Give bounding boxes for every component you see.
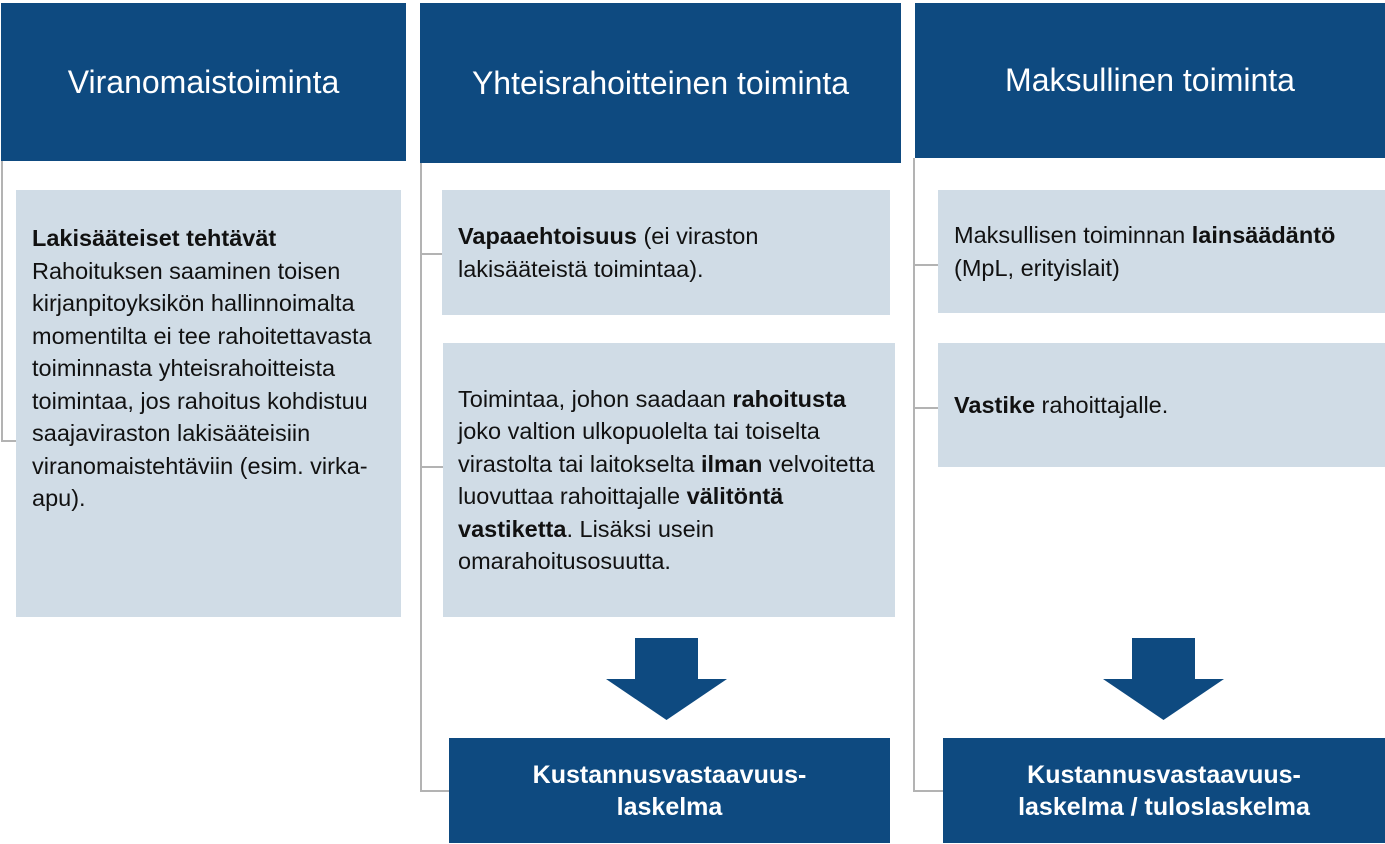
result-line: laskelma / tuloslaskelma: [1018, 792, 1310, 821]
info-box-text: Maksullisen toiminnan lainsäädäntö (MpL,…: [954, 219, 1373, 284]
text-run: Toimintaa, johon saadaan: [458, 385, 733, 412]
result-line: laskelma: [616, 792, 723, 821]
connector-line: [1, 161, 3, 442]
bold-text: Vastike: [954, 391, 1036, 418]
text-run: (MpL, erityislait): [954, 254, 1120, 281]
bold-text: Lakisääteiset tehtävät: [32, 225, 277, 251]
connector-line: [420, 466, 443, 468]
connector-line: [420, 163, 422, 792]
connector-line: [420, 253, 442, 255]
result-box-kustannusvastaavuus: Kustannusvastaavuus- laskelma: [449, 738, 890, 843]
result-line: Kustannusvastaavuus-: [1027, 760, 1301, 789]
connector-line: [913, 407, 938, 409]
result-line: Kustannusvastaavuus-: [532, 760, 807, 789]
header-title: Yhteisrahoitteinen toiminta: [471, 64, 850, 101]
text-run: joko valtion ulkopuolelta tai toiselta v…: [458, 418, 820, 477]
text-run: Rahoituksen saaminen toisen kirjanpitoyk…: [32, 257, 372, 512]
header-yhteisrahoitteinen: Yhteisrahoitteinen toiminta: [420, 3, 901, 163]
info-box-lainsaadanto: Maksullisen toiminnan lainsäädäntö (MpL,…: [938, 190, 1385, 313]
header-maksullinen: Maksullinen toiminta: [915, 3, 1385, 158]
bold-text: ilman: [700, 450, 763, 477]
arrow-down-icon: [606, 638, 727, 720]
bold-text: rahoitusta: [732, 385, 846, 412]
arrow-down-icon: [1103, 638, 1224, 720]
info-box-vapaaehtoisuus: Vapaaehtoisuus (ei viraston lakisääteist…: [442, 190, 890, 315]
header-title: Viranomaistoiminta: [67, 63, 340, 100]
connector-line: [913, 158, 915, 792]
connector-line: [913, 790, 943, 792]
header-title: Maksullinen toiminta: [1005, 62, 1295, 98]
info-box-text: Toimintaa, johon saadaan rahoitusta joko…: [458, 383, 881, 578]
connector-line: [913, 264, 938, 266]
text-run: (ei viraston lakisääteistä toimintaa).: [458, 223, 759, 282]
text-run: . Lisäksi usein omarahoitusosuutta.: [458, 515, 715, 575]
info-box-vastike: Vastike rahoittajalle.: [938, 343, 1385, 467]
bold-text: välitöntä vastiketta: [458, 483, 784, 542]
connector-line: [1, 440, 16, 442]
text-run: Maksullisen toiminnan: [954, 222, 1192, 248]
info-box-text: Vastike rahoittajalle.: [954, 389, 1373, 422]
info-box-text: Vapaaehtoisuus (ei viraston lakisääteist…: [458, 220, 876, 285]
bold-text: Vapaaehtoisuus: [458, 223, 637, 249]
info-box-rahoitus: Toimintaa, johon saadaan rahoitusta joko…: [443, 343, 895, 617]
text-run: velvoitetta luovuttaa rahoittajalle: [458, 450, 875, 510]
text-run: rahoittajalle.: [1035, 391, 1169, 418]
connector-line: [420, 790, 449, 792]
result-box-kustannusvastaavuus-tuloslaskelma: Kustannusvastaavuus- laskelma / tuloslas…: [943, 738, 1385, 843]
bold-text: lainsäädäntö: [1191, 222, 1336, 248]
header-viranomaistoiminta: Viranomaistoiminta: [1, 3, 406, 161]
